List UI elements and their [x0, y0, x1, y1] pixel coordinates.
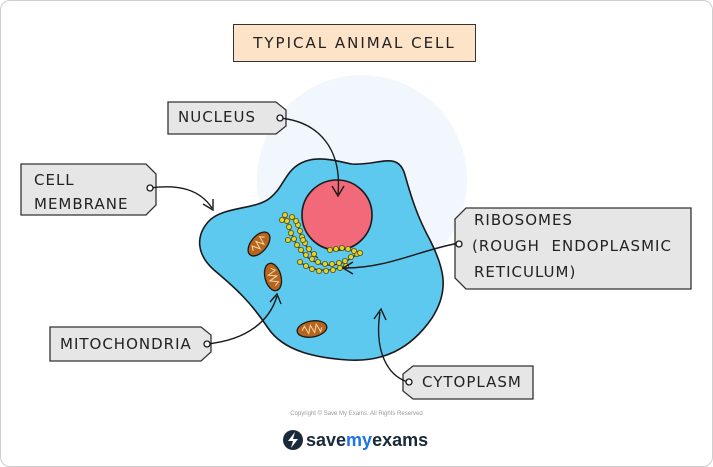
ribosome-dot — [308, 265, 315, 272]
cell-membrane-connector-dot — [146, 184, 154, 192]
copyright-notice: Copyright © Save My Exams. All Rights Re… — [290, 411, 423, 417]
ribosome-dot — [285, 223, 292, 230]
nucleus-label-text: NUCLEUS — [178, 108, 257, 126]
cell-membrane-label-line1: CELL — [34, 171, 75, 189]
ribosome-dot — [288, 213, 295, 220]
ribosome-dot — [350, 247, 357, 254]
ribosomes-tag — [454, 207, 692, 290]
ribosomes-connector-dot — [455, 240, 463, 248]
ribosome-dot — [290, 235, 297, 242]
brand-my-text: my — [346, 429, 373, 450]
ribosome-dot — [308, 255, 315, 262]
ribosome-dot — [332, 245, 339, 252]
ribosome-dot — [297, 246, 304, 253]
ribosomes-arrow — [344, 242, 460, 269]
ribosome-dot — [302, 262, 309, 269]
nucleus-connector-dot — [276, 114, 284, 122]
cytoplasm-shape — [198, 158, 444, 361]
cytoplasm-arrow — [377, 311, 409, 383]
ribosomes-label-line3: RETICULUM) — [474, 263, 577, 281]
mitochondria-arrowhead — [269, 292, 282, 305]
diagram-title: TYPICAL ANIMAL CELL — [233, 24, 476, 62]
ribosomes-label-line2: (ROUGH ENDOPLASMIC — [472, 237, 672, 255]
cell-membrane-label-line2: MEMBRANE — [34, 195, 129, 213]
ribosome-dot — [278, 216, 285, 223]
cytoplasm-tag — [402, 365, 534, 400]
ribosome-dot — [341, 257, 348, 264]
ribosome-dot — [283, 217, 290, 224]
mitochondria-arrow — [206, 295, 278, 345]
ribosome-dot — [299, 236, 306, 243]
cell-membrane-arrowhead — [202, 199, 214, 212]
diagram-title-text: TYPICAL ANIMAL CELL — [253, 34, 456, 52]
ribosome-dot — [310, 250, 317, 257]
ribosome-dot — [347, 253, 354, 260]
ribosome-dot — [338, 244, 345, 251]
ribosome-dot — [296, 227, 303, 234]
brand-save-text: save — [306, 429, 347, 450]
nucleus-arrow — [279, 117, 340, 195]
ribosome-dot — [322, 267, 329, 274]
mitochondria-tag — [49, 326, 212, 362]
ribosome-dot — [281, 211, 288, 218]
mitochondria-connector-dot — [203, 340, 211, 348]
ribosome-dot — [328, 260, 335, 267]
ribosome-dot — [356, 249, 363, 256]
ribosome-dot — [292, 217, 299, 224]
ribosome-dot — [293, 241, 300, 248]
ribosome-dot — [287, 229, 294, 236]
cytoplasm-connector-dot — [405, 378, 413, 386]
nucleus-shape — [301, 179, 373, 251]
brand-exams-text: exams — [372, 429, 429, 450]
ribosome-dots — [278, 211, 363, 274]
cell-membrane-tag — [20, 163, 157, 216]
ribosome-dot — [296, 258, 303, 265]
ribosome-dot — [305, 245, 312, 252]
mitochondria-label-text: MITOCHONDRIA — [60, 335, 192, 353]
ribosome-dot — [335, 259, 342, 266]
nucleus-tag — [167, 101, 287, 135]
mitochondrion-2 — [263, 262, 283, 292]
ribosome-dot — [329, 266, 336, 273]
ribosome-dot — [321, 260, 328, 267]
mitochondrion-3 — [296, 320, 328, 338]
ribosome-dot — [284, 236, 291, 243]
ribosomes-label-line1: RIBOSOMES — [474, 211, 573, 229]
mitochondrion-1 — [247, 231, 271, 257]
cell-membrane-arrow — [149, 186, 213, 209]
ribosomes-arrowhead — [341, 261, 354, 275]
ribosome-dot — [326, 246, 333, 253]
ribosome-dot — [344, 245, 351, 252]
cytoplasm-label-text: CYTOPLASM — [422, 373, 522, 391]
ribosome-dot — [314, 258, 321, 265]
lightning-logo-icon — [283, 430, 303, 450]
nucleus-arrowhead — [331, 185, 345, 198]
ribosome-dot — [302, 251, 309, 258]
cytoplasm-arrowhead — [373, 307, 387, 321]
ribosome-dot — [315, 267, 322, 274]
